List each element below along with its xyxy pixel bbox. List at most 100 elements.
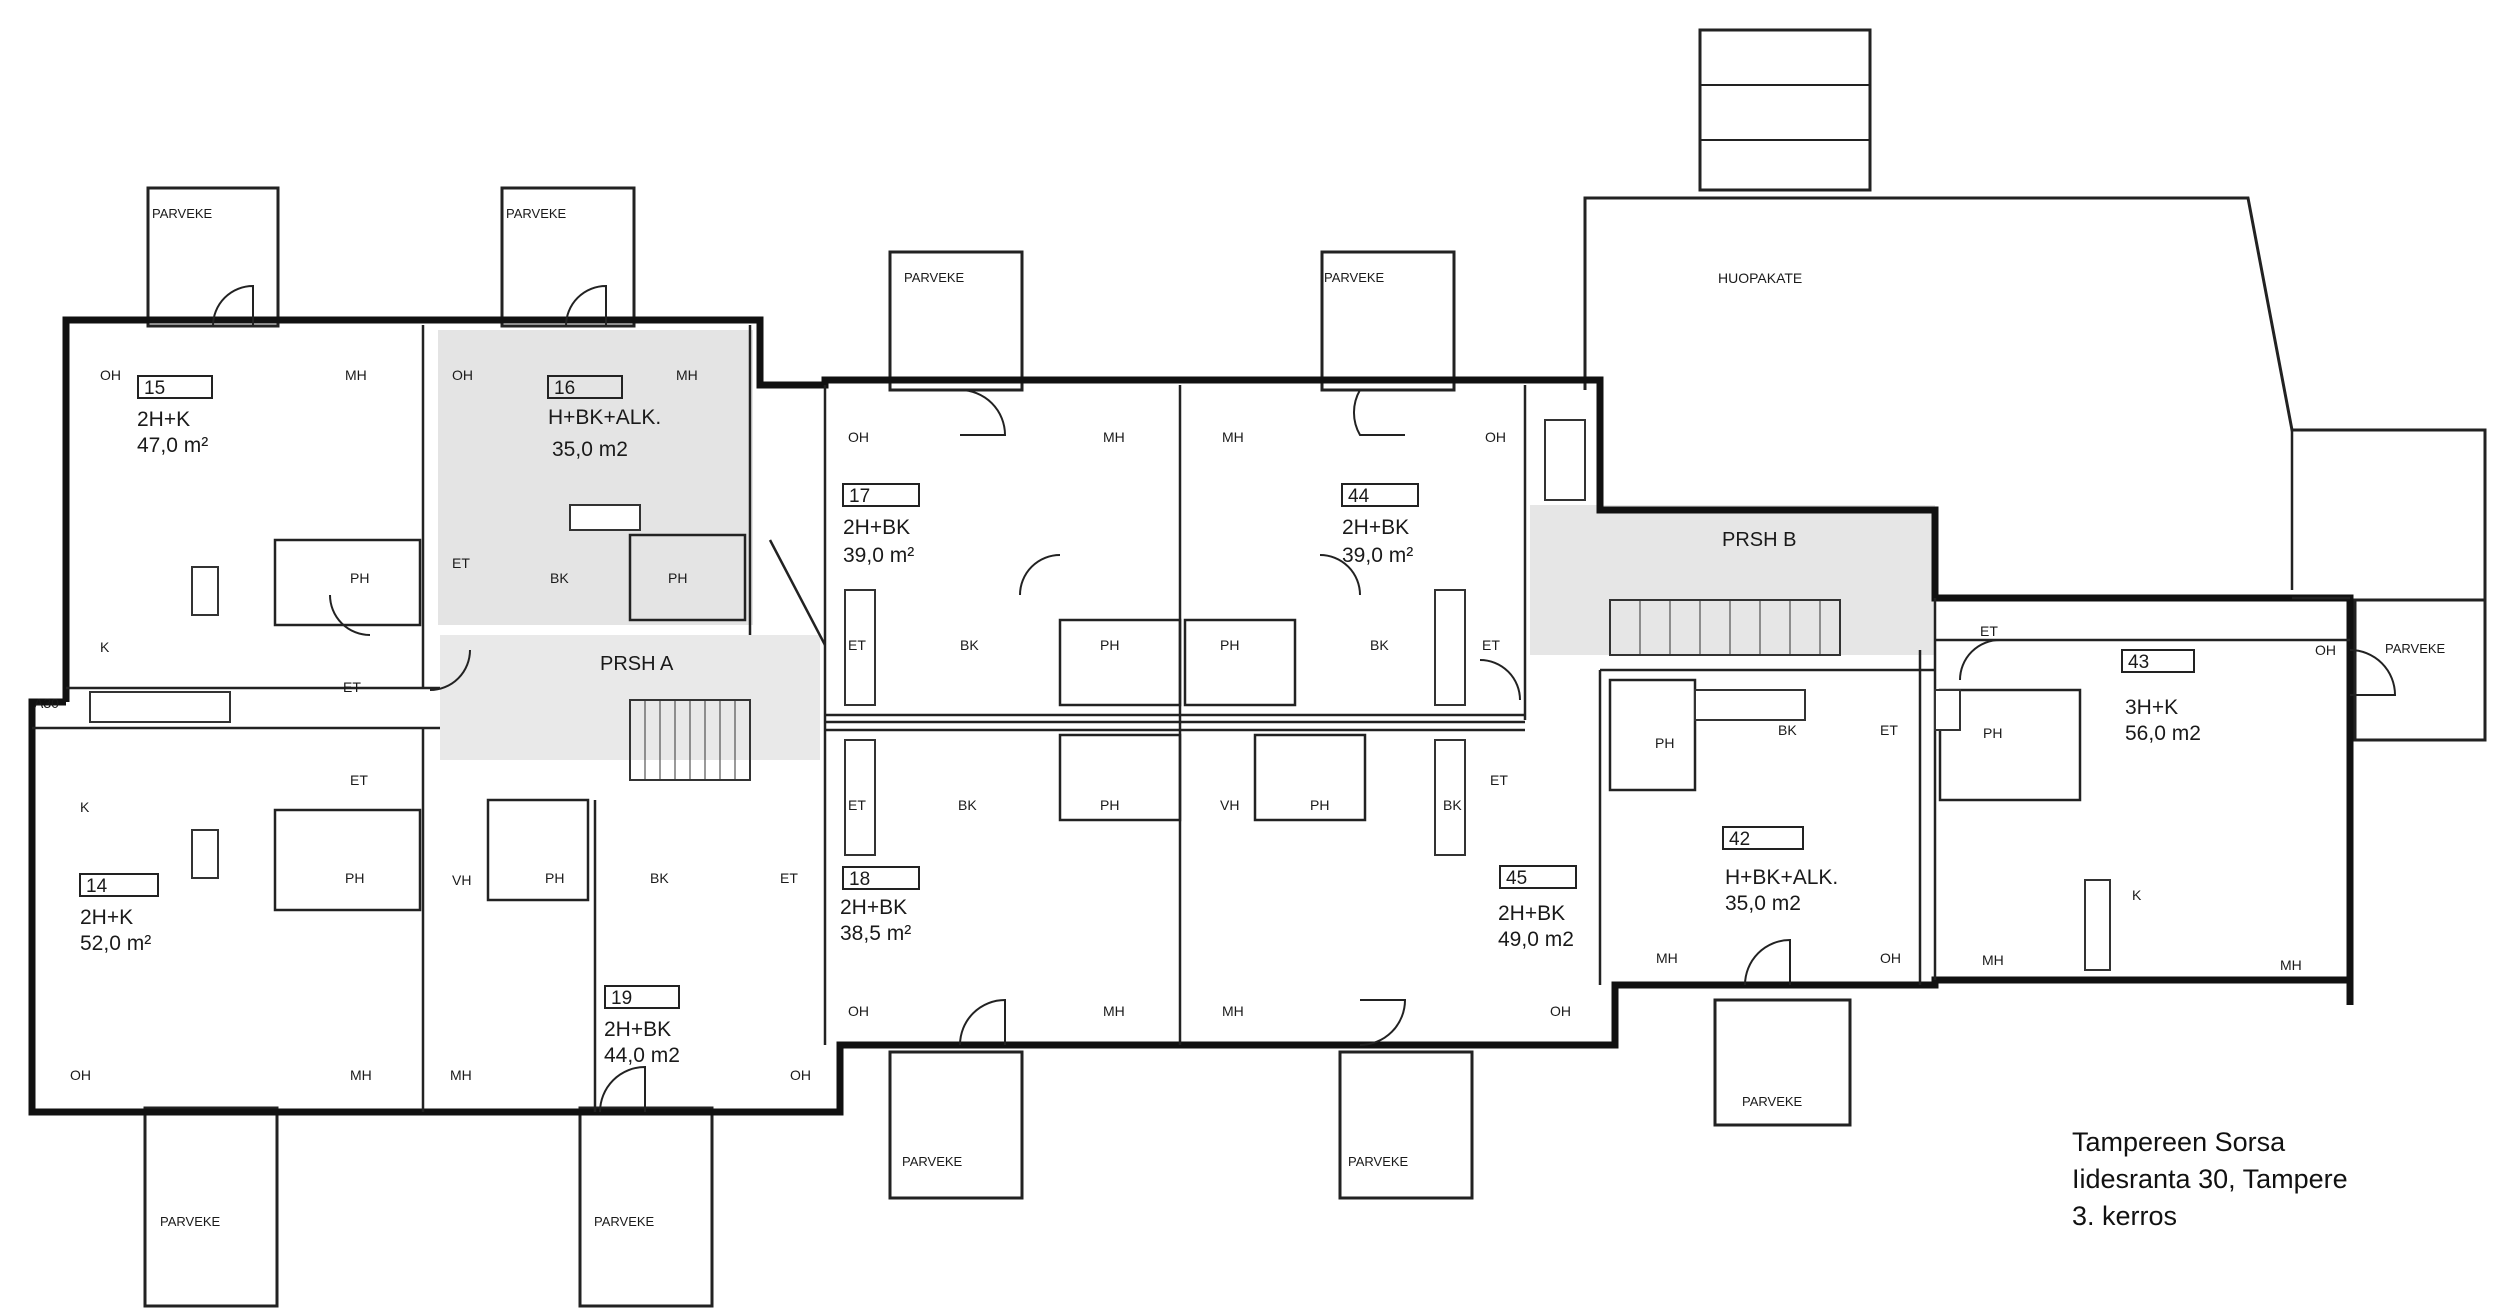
stairwell-b-label: PRSH B bbox=[1722, 529, 1796, 551]
room-code-oh: OH bbox=[1550, 1003, 1571, 1019]
room-code-ph: PH bbox=[668, 570, 687, 586]
room-code-et: ET bbox=[848, 797, 866, 813]
room-code-ph: PH bbox=[345, 870, 364, 886]
room-code-vh: VH bbox=[452, 872, 471, 888]
room-code-et: ET bbox=[350, 772, 368, 788]
room-code-mh: MH bbox=[1103, 1003, 1125, 1019]
balcony-label: PARVEKE bbox=[904, 270, 965, 285]
apartment-43-area: 56,0 m2 bbox=[2125, 722, 2201, 745]
room-code-et: ET bbox=[1980, 623, 1998, 639]
apartment-14-area: 52,0 m² bbox=[80, 932, 151, 955]
interior-walls bbox=[32, 325, 2350, 1112]
room-code-ph: PH bbox=[1655, 735, 1674, 751]
apartment-44-number: 44 bbox=[1348, 486, 1370, 507]
apartment-15-number: 15 bbox=[144, 378, 165, 399]
apartment-18-type: 2H+BK bbox=[840, 896, 907, 919]
apartment-42-number: 42 bbox=[1729, 829, 1750, 850]
room-code-oh: OH bbox=[1880, 950, 1901, 966]
room-code-oh: OH bbox=[2315, 642, 2336, 658]
room-code-ph: PH bbox=[350, 570, 369, 586]
plan-caption: Tampereen Sorsa Iidesranta 30, Tampere 3… bbox=[2072, 1124, 2348, 1235]
room-code-et: ET bbox=[1482, 637, 1500, 653]
stair-b bbox=[1609, 599, 1841, 656]
room-code-bk: BK bbox=[1370, 637, 1389, 653]
apartment-14-number: 14 bbox=[86, 876, 108, 897]
room-code-mh: MH bbox=[1222, 429, 1244, 445]
balcony-label: PARVEKE bbox=[2385, 641, 2446, 656]
room-code-k: K bbox=[80, 799, 90, 815]
apartment-19-number: 19 bbox=[611, 988, 632, 1009]
stairwell-b-shading bbox=[1530, 505, 1935, 655]
apartment-45-type: 2H+BK bbox=[1498, 902, 1565, 925]
room-code-bk: BK bbox=[960, 637, 979, 653]
room-code-et: ET bbox=[780, 870, 798, 886]
room-code-mh: MH bbox=[350, 1067, 372, 1083]
balcony-label: PARVEKE bbox=[506, 206, 567, 221]
room-code-bk: BK bbox=[650, 870, 669, 886]
apartment-16-area: 35,0 m2 bbox=[552, 438, 628, 461]
room-codes: OH MH K PH ET OH MH ET BK PH OH MH ET BK… bbox=[70, 367, 2336, 1083]
apartment-45-number: 45 bbox=[1506, 868, 1527, 889]
room-code-et: ET bbox=[1880, 722, 1898, 738]
grid-label: A30 bbox=[34, 695, 59, 711]
caption-floor: 3. kerros bbox=[2072, 1201, 2178, 1231]
room-code-oh: OH bbox=[848, 1003, 869, 1019]
room-code-oh: OH bbox=[70, 1067, 91, 1083]
stairwell-a-label: PRSH A bbox=[600, 653, 674, 675]
room-code-mh: MH bbox=[1222, 1003, 1244, 1019]
room-code-oh: OH bbox=[1485, 429, 1506, 445]
apartment-19-type: 2H+BK bbox=[604, 1018, 671, 1041]
room-code-et: ET bbox=[848, 637, 866, 653]
balcony-label: PARVEKE bbox=[152, 206, 213, 221]
room-code-mh: MH bbox=[345, 367, 367, 383]
apartment-18-area: 38,5 m² bbox=[840, 922, 911, 945]
room-code-oh: OH bbox=[100, 367, 121, 383]
doors bbox=[212, 284, 2397, 1113]
room-code-oh: OH bbox=[452, 367, 473, 383]
apartment-number-boxes bbox=[79, 375, 2195, 1009]
room-code-et: ET bbox=[1490, 772, 1508, 788]
room-code-et: ET bbox=[343, 679, 361, 695]
roof-label: HUOPAKATE bbox=[1718, 270, 1802, 286]
apartment-19-area: 44,0 m2 bbox=[604, 1044, 680, 1067]
room-code-ph: PH bbox=[1983, 725, 2002, 741]
apartment-16-number: 16 bbox=[554, 378, 575, 399]
room-code-bk: BK bbox=[958, 797, 977, 813]
apartment-45-area: 49,0 m2 bbox=[1498, 928, 1574, 951]
exterior-walls bbox=[28, 316, 2354, 1116]
room-code-ph: PH bbox=[1220, 637, 1239, 653]
apartment-42-type: H+BK+ALK. bbox=[1725, 866, 1838, 889]
apartment-15-type: 2H+K bbox=[137, 408, 190, 431]
room-code-oh: OH bbox=[848, 429, 869, 445]
apartment-17-area: 39,0 m² bbox=[843, 544, 914, 567]
room-code-oh: OH bbox=[790, 1067, 811, 1083]
apartment-44-type: 2H+BK bbox=[1342, 516, 1409, 539]
roof-structure bbox=[1583, 28, 2487, 600]
balconies bbox=[143, 186, 2487, 1308]
room-code-ph: PH bbox=[545, 870, 564, 886]
room-code-k: K bbox=[100, 639, 110, 655]
apartment-17-number: 17 bbox=[849, 486, 870, 507]
room-code-k: K bbox=[2132, 887, 2142, 903]
apartment-15-area: 47,0 m² bbox=[137, 434, 208, 457]
room-code-mh: MH bbox=[676, 367, 698, 383]
balcony-label: PARVEKE bbox=[594, 1214, 655, 1229]
balcony-label: PARVEKE bbox=[902, 1154, 963, 1169]
room-code-ph: PH bbox=[1310, 797, 1329, 813]
room-code-ph: PH bbox=[1100, 637, 1119, 653]
balcony-label: PARVEKE bbox=[1742, 1094, 1803, 1109]
room-code-mh: MH bbox=[2280, 957, 2302, 973]
apartment-17-type: 2H+BK bbox=[843, 516, 910, 539]
caption-address: Iidesranta 30, Tampere bbox=[2072, 1164, 2348, 1194]
apartment-16-shading bbox=[438, 330, 753, 625]
balcony-label: PARVEKE bbox=[1348, 1154, 1409, 1169]
apartment-43-number: 43 bbox=[2128, 652, 2149, 673]
room-code-bk: BK bbox=[550, 570, 569, 586]
balcony-label: PARVEKE bbox=[160, 1214, 221, 1229]
room-code-vh: VH bbox=[1220, 797, 1239, 813]
fixtures bbox=[89, 419, 2111, 971]
room-code-mh: MH bbox=[450, 1067, 472, 1083]
apartment-43-type: 3H+K bbox=[2125, 696, 2178, 719]
